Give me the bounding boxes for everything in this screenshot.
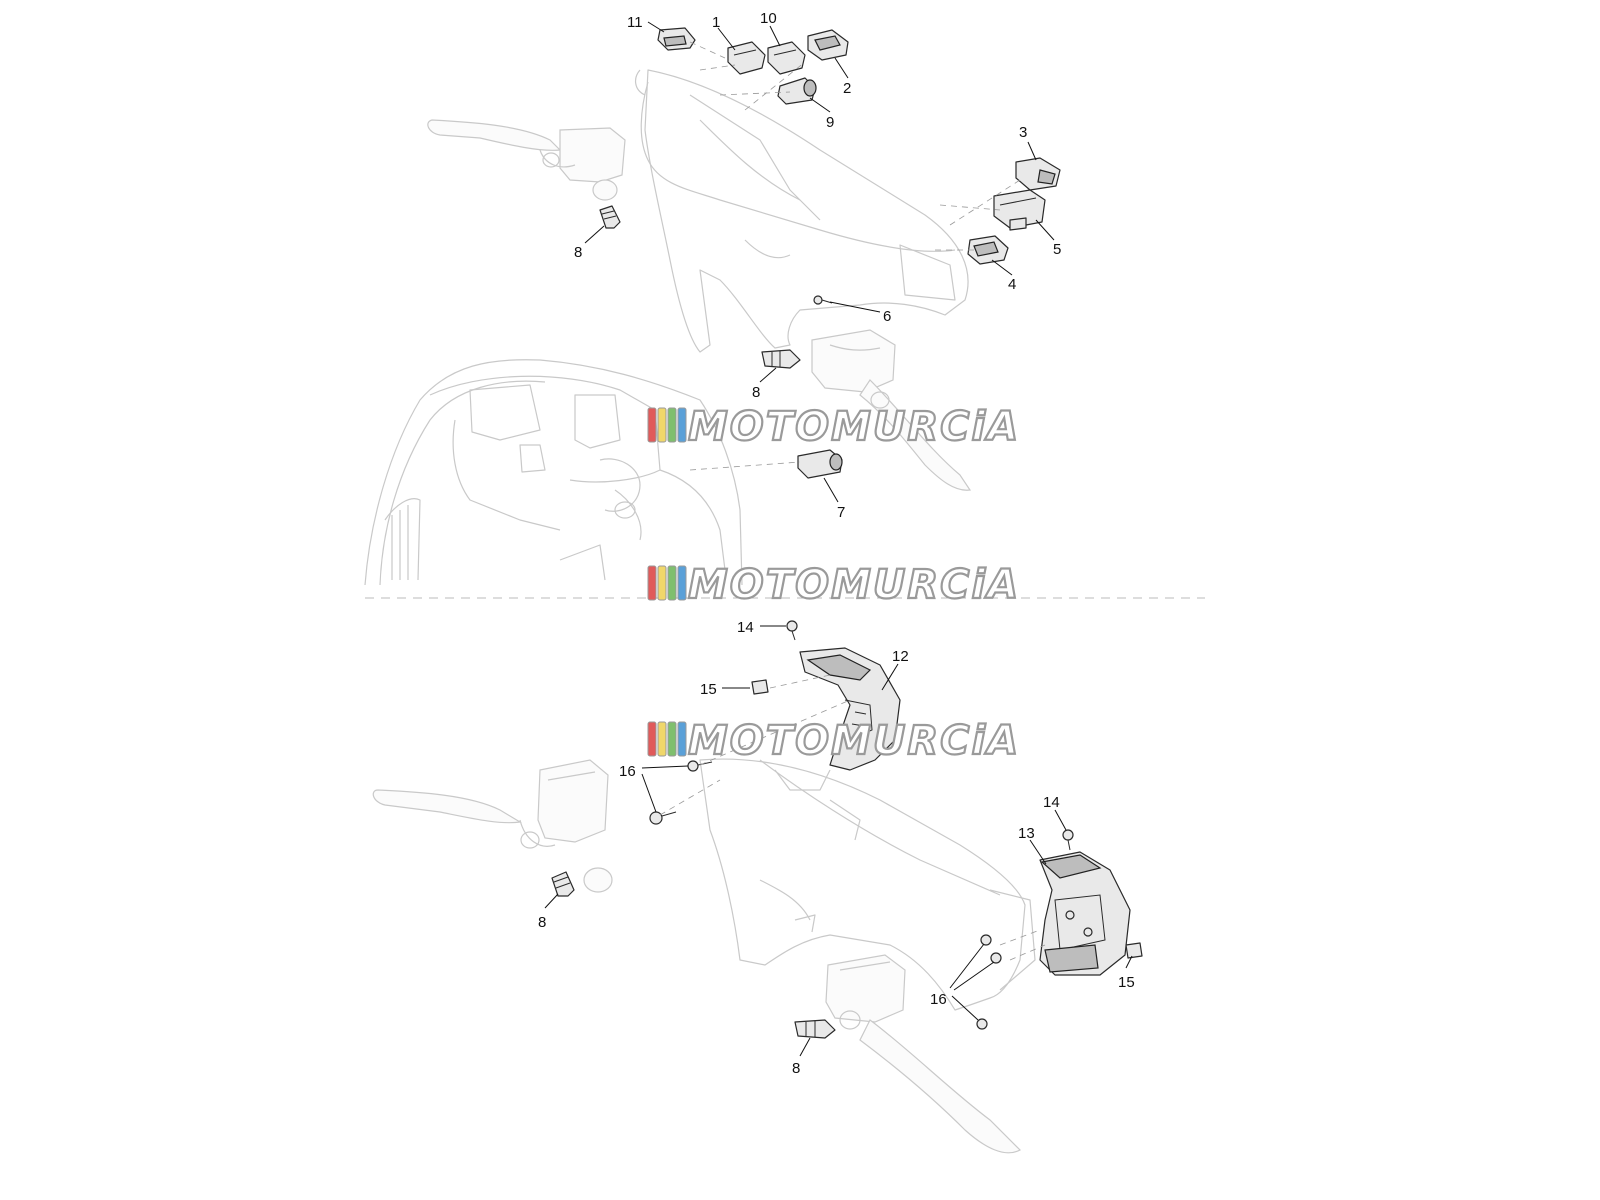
screw-14-left [786, 620, 798, 641]
lower-alignment-lines [659, 674, 1046, 961]
upper-alignment-lines [689, 41, 1021, 471]
callout-7: 7 [837, 504, 845, 521]
callout-16-right: 16 [930, 991, 947, 1008]
lower-leader-lines [544, 625, 1133, 1057]
clip-15-right [1125, 942, 1143, 959]
brake-switch-8-upper-left [599, 205, 621, 229]
callout-13: 13 [1018, 825, 1035, 842]
upper-handlebar-phantom [635, 69, 969, 353]
lower-right-brake-lever [825, 954, 1021, 1154]
upper-leader-lines [584, 21, 1055, 503]
watermark-2: MOTOMURCiA [647, 561, 1020, 609]
callout-3: 3 [1019, 124, 1027, 141]
callout-8-upper-left: 8 [574, 244, 582, 261]
callout-5: 5 [1053, 241, 1061, 258]
callout-6: 6 [883, 308, 891, 325]
svg-text:MOTOMURCiA: MOTOMURCiA [688, 718, 1020, 764]
switch-part-4 [967, 235, 1009, 265]
lower-left-brake-lever [372, 759, 613, 893]
callout-numbers: 11 1 10 2 9 3 5 4 6 8 8 7 14 12 15 16 8 … [538, 10, 1135, 1077]
svg-text:MOTOMURCiA: MOTOMURCiA [688, 562, 1020, 608]
callout-15-right: 15 [1118, 974, 1135, 991]
switch-part-10 [767, 41, 806, 75]
upper-right-brake-lever [811, 329, 972, 491]
watermark-3: MOTOMURCiA [647, 717, 1020, 765]
watermark-1: MOTOMURCiA [647, 403, 1020, 451]
clip-15-left [751, 679, 769, 695]
switch-part-5 [993, 189, 1046, 231]
switch-part-2 [807, 29, 849, 61]
callout-8-upper-right: 8 [752, 384, 760, 401]
callout-14-left: 14 [737, 619, 754, 636]
screw-16-c [976, 934, 1002, 1030]
switch-housing-13 [1039, 851, 1131, 976]
callout-2: 2 [843, 80, 851, 97]
callout-16-left: 16 [619, 763, 636, 780]
brake-switch-8-upper-right [761, 349, 801, 369]
brake-switch-8-lower-left [551, 871, 575, 897]
brake-switch-8-lower-right [794, 1019, 836, 1039]
lower-handlebar-phantom [699, 758, 1036, 1011]
switch-part-9 [777, 77, 817, 105]
callout-11: 11 [627, 14, 643, 31]
callout-10: 10 [760, 10, 777, 27]
svg-text:MOTOMURCiA: MOTOMURCiA [688, 404, 1020, 450]
switch-part-3 [1015, 157, 1061, 191]
upper-left-brake-lever [427, 119, 626, 201]
callout-8-lower-left: 8 [538, 914, 546, 931]
switch-housing-12 [799, 647, 901, 771]
screw-14-right [1062, 829, 1074, 851]
upper-body-phantom [364, 359, 743, 586]
callout-9: 9 [826, 114, 834, 131]
switch-part-1 [727, 41, 766, 75]
callout-15-left: 15 [700, 681, 717, 698]
screw-16-b [649, 811, 677, 825]
callout-14-right: 14 [1043, 794, 1060, 811]
callout-8-lower-right: 8 [792, 1060, 800, 1077]
switch-part-11 [657, 27, 696, 51]
callout-12: 12 [892, 648, 909, 665]
screw-6 [813, 295, 833, 305]
switch-part-7 [797, 449, 843, 479]
callout-1: 1 [712, 14, 720, 31]
callout-4: 4 [1008, 276, 1016, 293]
